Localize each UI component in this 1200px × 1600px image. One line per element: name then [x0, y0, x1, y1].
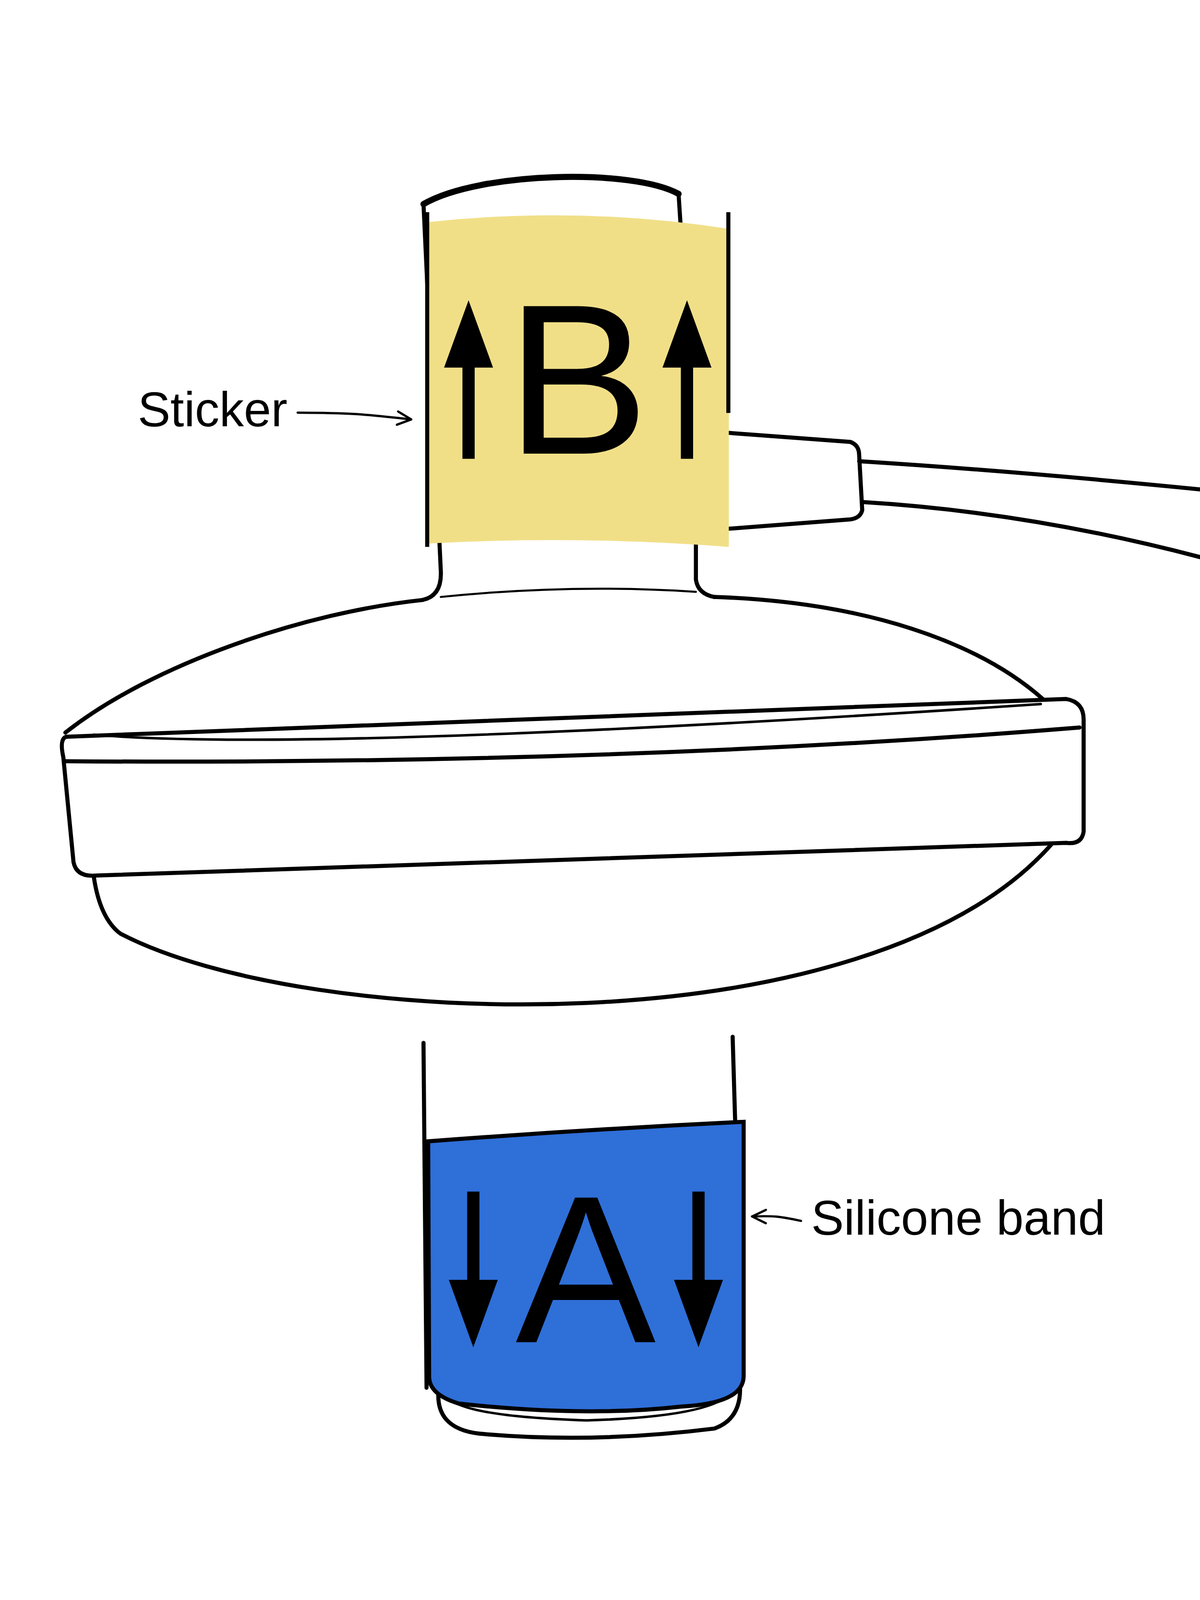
direction-arrow [444, 300, 493, 459]
sticker-band: B [426, 212, 729, 547]
upper-dome [714, 596, 1043, 699]
filter-body [61, 176, 1200, 1438]
band-fill [428, 1121, 744, 1412]
band-letter: B [505, 272, 649, 487]
lower-dome [94, 844, 1052, 1005]
leader-line [297, 412, 412, 420]
hose-line [862, 502, 1200, 559]
direction-arrow [673, 1191, 723, 1348]
sticker-fill [426, 215, 729, 548]
rim-lip [65, 727, 1080, 762]
part-label: Sticker [137, 381, 288, 438]
silicone-band: A [426, 1120, 745, 1419]
filter-rim [61, 698, 1084, 876]
upper-dome [65, 600, 423, 733]
band-content: A [426, 1120, 745, 1419]
direction-arrow [662, 300, 712, 459]
top-tube-rim [423, 176, 679, 204]
tube-edge [726, 212, 731, 413]
leader-arrowhead [396, 411, 412, 425]
rim-inner-lip [94, 704, 1042, 740]
leader-arrowhead [752, 1209, 767, 1224]
top-tube-base [440, 588, 696, 597]
direction-arrow [448, 1191, 498, 1348]
band-letter: A [515, 1164, 656, 1375]
bottom-tube-side [423, 1042, 427, 1388]
part-label: Silicone band [811, 1189, 1106, 1247]
band-content: B [426, 212, 729, 547]
hose-line [859, 461, 1200, 491]
tube-edge [424, 212, 430, 547]
